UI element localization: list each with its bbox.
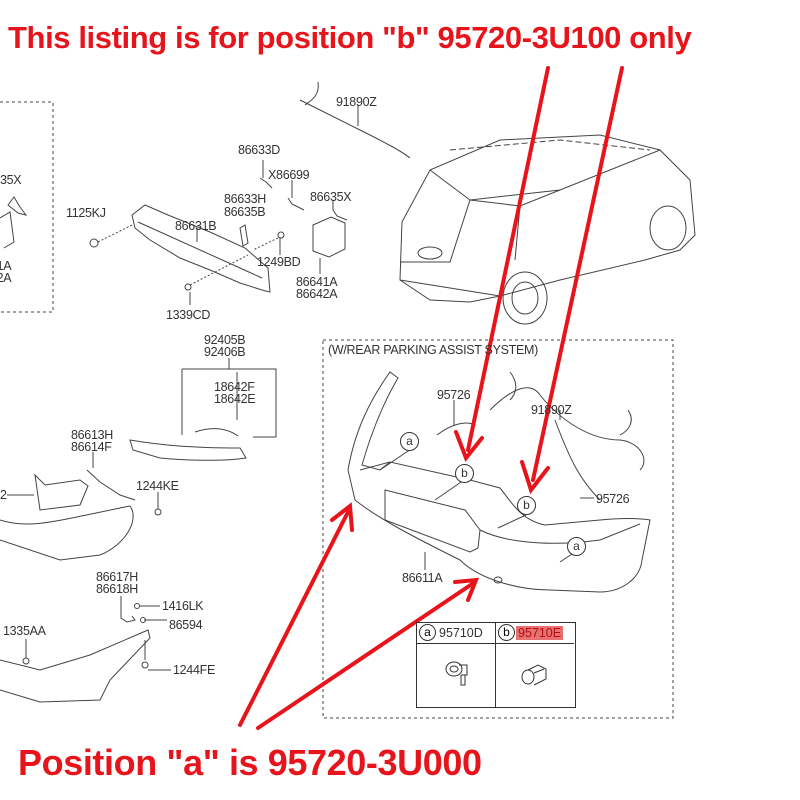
left-bumper-upper xyxy=(0,505,134,561)
part-label: 86635X xyxy=(310,190,352,204)
callout-a: a xyxy=(567,537,586,556)
part-label: 86617H xyxy=(96,570,138,584)
legend-key: a xyxy=(419,624,436,641)
part-label: 92406B xyxy=(204,345,246,359)
part-label: 1125KJ xyxy=(66,206,106,220)
part-label: 86635B xyxy=(224,205,266,219)
part-label: 86614F xyxy=(71,440,112,454)
part-label: 91890Z xyxy=(336,95,377,109)
parking-sensor-icon xyxy=(521,664,547,686)
part-label: 95726 xyxy=(437,388,471,402)
red-arrows xyxy=(238,66,624,730)
part-label: 86611A xyxy=(402,571,443,585)
part-label: 86631B xyxy=(175,219,217,233)
listing-notice-title: This listing is for position "b" 95720-3… xyxy=(8,20,692,55)
sensor-legend-table: a 95710D b 95710E xyxy=(416,622,576,708)
part-label: 1416LK xyxy=(162,599,204,613)
lamp-92405b xyxy=(129,439,247,461)
callout-b: b xyxy=(517,496,536,515)
part-label: 2 xyxy=(0,488,7,502)
rear-bumper-86611a xyxy=(347,371,651,593)
part-label: 86594 xyxy=(169,618,203,632)
left-bumper-lower xyxy=(0,629,151,703)
part-label: 1339CD xyxy=(166,308,211,322)
callout-b: b xyxy=(455,464,474,483)
callout-a: a xyxy=(400,432,419,451)
part-label: 86635X xyxy=(0,173,22,187)
part-label: 86633H xyxy=(224,192,266,206)
legend-cell-b: b 95710E xyxy=(496,623,574,707)
legend-part-number-highlighted: 95710E xyxy=(516,626,564,640)
part-label: 92405B xyxy=(204,333,246,347)
position-a-notice: Position "a" is 95720-3U000 xyxy=(18,742,482,783)
wiring-91890z xyxy=(299,99,411,159)
reflector-left xyxy=(0,211,15,249)
part-label: 86641A xyxy=(0,259,12,273)
pas-box-title: (W/REAR PARKING ASSIST SYSTEM) xyxy=(328,343,539,357)
bracket-left xyxy=(7,196,28,216)
part-label: 1249BD xyxy=(257,255,301,269)
beam-86631b xyxy=(131,204,271,293)
reflector-right xyxy=(312,216,346,258)
part-label: 86633D xyxy=(238,143,280,157)
car-illustration xyxy=(399,134,696,325)
part-label: 91890Z xyxy=(531,403,572,417)
legend-cell-a: a 95710D xyxy=(417,623,496,707)
part-label: 1335AA xyxy=(3,624,46,638)
legend-part-number: 95710D xyxy=(439,626,483,640)
left-group-box xyxy=(0,101,54,313)
part-label: 86642A xyxy=(296,287,338,301)
part-label: 18642F xyxy=(214,380,255,394)
part-label: X86699 xyxy=(268,168,310,182)
part-label: 86642A xyxy=(0,271,12,285)
part-label: 95726 xyxy=(596,492,630,506)
harness-91890z xyxy=(436,371,645,501)
part-label: 86613H xyxy=(71,428,113,442)
pas-group-box xyxy=(322,339,674,719)
parking-sensor-icon xyxy=(445,661,468,686)
legend-key: b xyxy=(498,624,515,641)
part-label: 18642E xyxy=(214,392,256,406)
part-label: 1244FE xyxy=(173,663,215,677)
part-label: 1244KE xyxy=(136,479,179,493)
part-label: 86618H xyxy=(96,582,138,596)
part-label: 86641A xyxy=(296,275,338,289)
